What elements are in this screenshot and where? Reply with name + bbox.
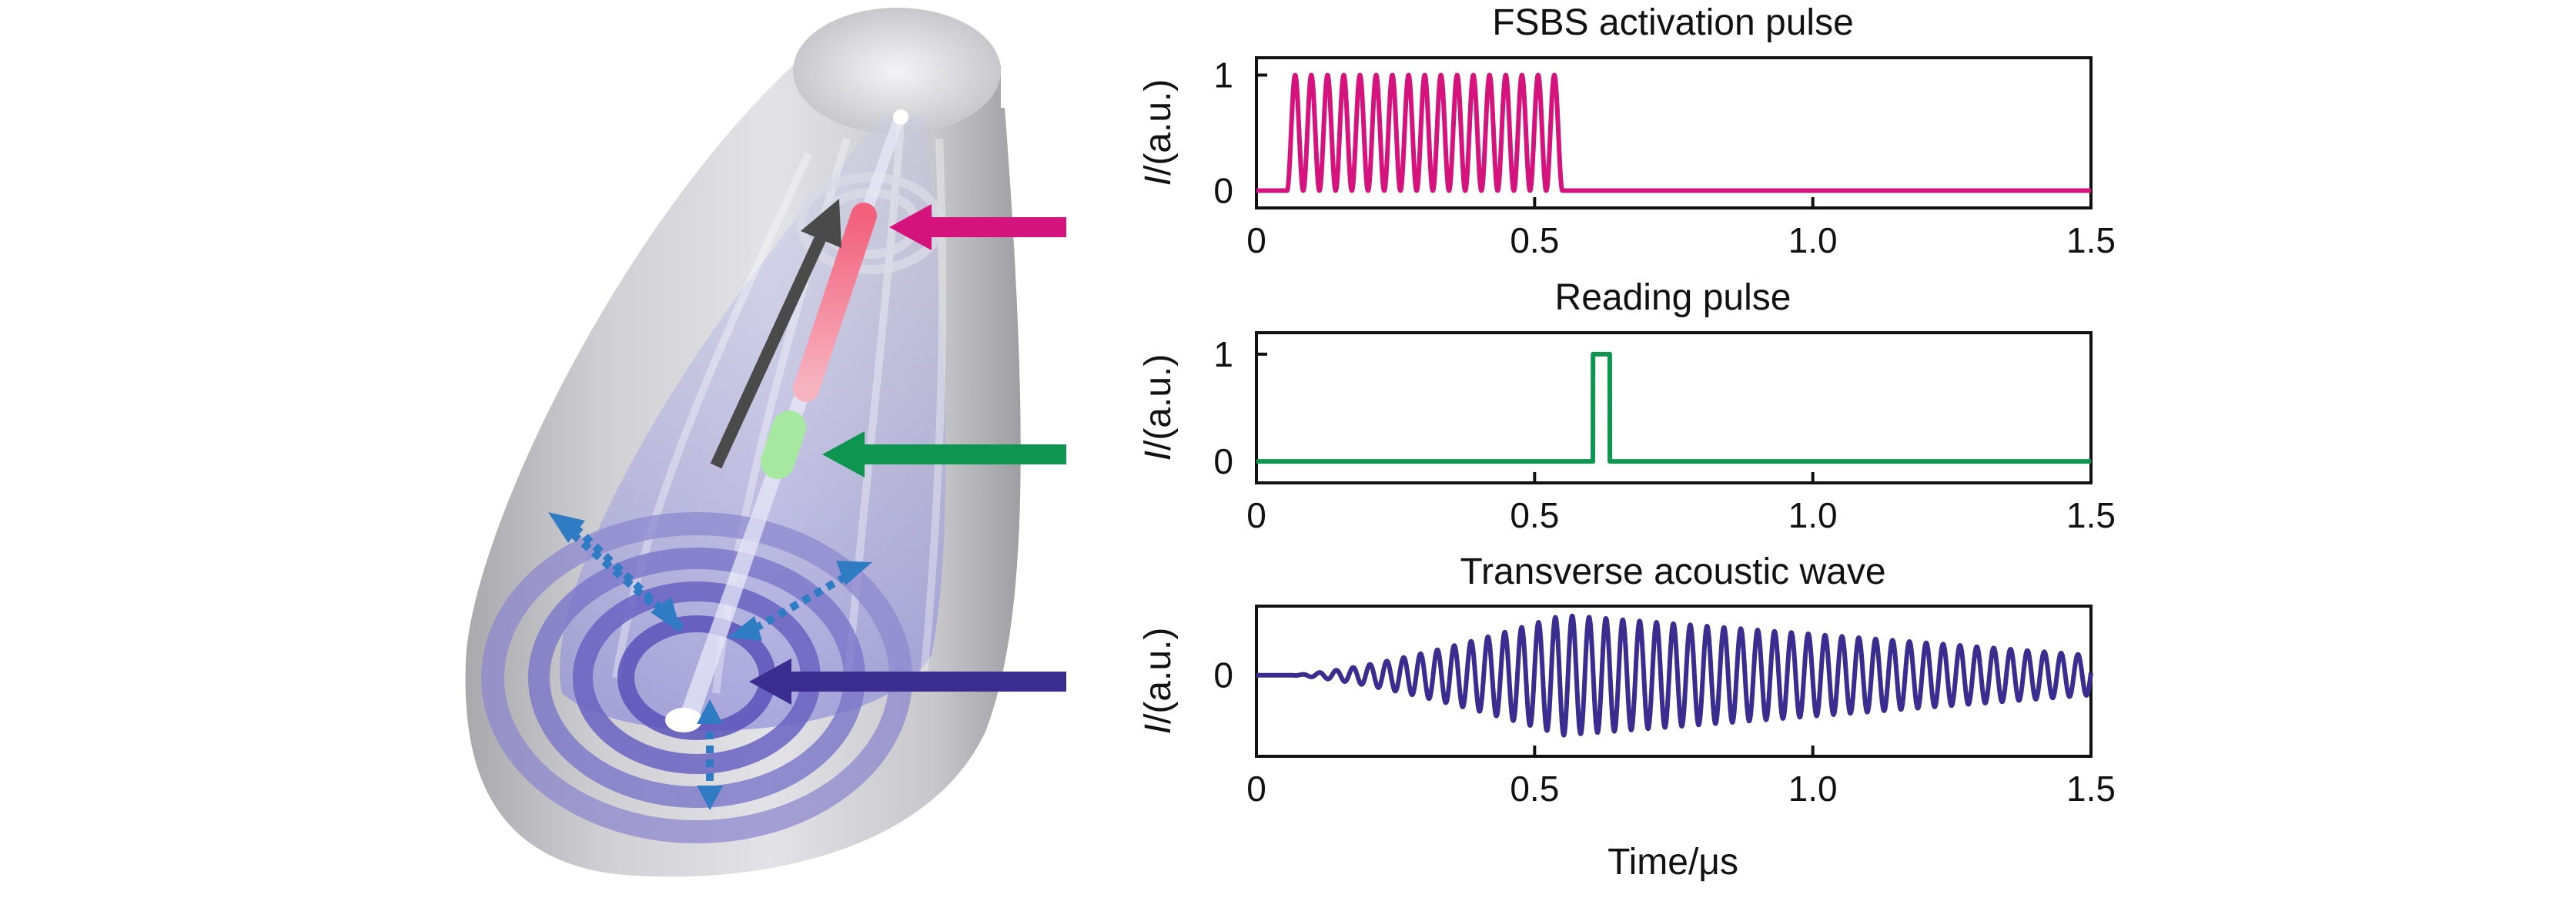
svg-text:I/(a.u.): I/(a.u.) [1138,354,1179,461]
fiber-illustration [465,8,1066,877]
panel-activation: FSBS activation pulse I/(a.u.) 0 1 0 0.5 1.… [1138,2,2116,260]
panel-reading: Reading pulse I/(a.u.) 0 1 0 0.5 1.0 1.5 [1138,277,2116,535]
propagation-arrow [710,199,841,469]
radial-dotted-arrows [567,519,853,797]
panel-activation-title: FSBS activation pulse [1492,2,1854,43]
panel-acoustic-title: Transverse acoustic wave [1460,551,1885,592]
radial-arrowheads [548,512,872,810]
y-tick-label: 0 [1213,441,1233,481]
activation-input-arrow [889,204,1066,250]
x-tick-label: 0.5 [1510,495,1559,535]
panel-activation-frame [1255,56,2093,209]
ylabel-rest: /(a.u.) [1138,628,1179,724]
reading-input-arrow [822,431,1066,477]
fiber-top-end [793,8,1001,134]
x-tick-label: 0 [1246,495,1266,535]
panel-acoustic: Transverse acoustic wave I/(a.u.) 0 0 0.5… [1138,551,2116,809]
svg-text:I/(a.u.): I/(a.u.) [1138,79,1179,186]
core-top-point [893,109,908,125]
x-tick-label: 1.0 [1788,495,1838,535]
x-tick-label: 1.5 [2066,220,2116,260]
ylabel-italic: I [1138,451,1179,461]
ylabel-italic: I [1138,176,1179,186]
acoustic-input-arrow [749,658,1066,705]
x-tick-label: 1.0 [1788,769,1838,809]
panel-acoustic-ylabel: I/(a.u.) [1138,628,1179,735]
ylabel-rest: /(a.u.) [1138,79,1179,176]
y-tick-label: 0 [1213,171,1233,211]
x-tick-label: 0 [1246,769,1266,809]
series-line [1254,72,2093,193]
y-tick-label: 1 [1213,55,1233,95]
x-tick-label: 0.5 [1510,220,1559,260]
activation-beam [793,203,877,402]
x-tick-label: 0 [1246,220,1266,260]
y-tick-label: 0 [1213,655,1233,695]
ylabel-rest: /(a.u.) [1138,354,1179,451]
x-tick-label: 0.5 [1510,769,1559,809]
x-tick-label: 1.0 [1788,220,1838,260]
series-line [1254,613,2093,738]
x-axis-label: Time/μs [1607,842,1738,883]
panel-reading-ylabel: I/(a.u.) [1138,354,1179,461]
svg-text:I/(a.u.): I/(a.u.) [1138,628,1179,735]
core-bottom-point [665,708,702,732]
x-tick-label: 1.5 [2066,495,2116,535]
x-tick-label: 1.5 [2066,769,2116,809]
ylabel-italic: I [1138,724,1179,734]
panel-reading-frame [1255,331,2093,484]
series-line [1254,351,2093,464]
panel-activation-ylabel: I/(a.u.) [1138,79,1179,186]
panel-reading-title: Reading pulse [1555,277,1791,318]
y-tick-label: 1 [1213,334,1233,374]
reading-pulse-spot [761,410,806,479]
